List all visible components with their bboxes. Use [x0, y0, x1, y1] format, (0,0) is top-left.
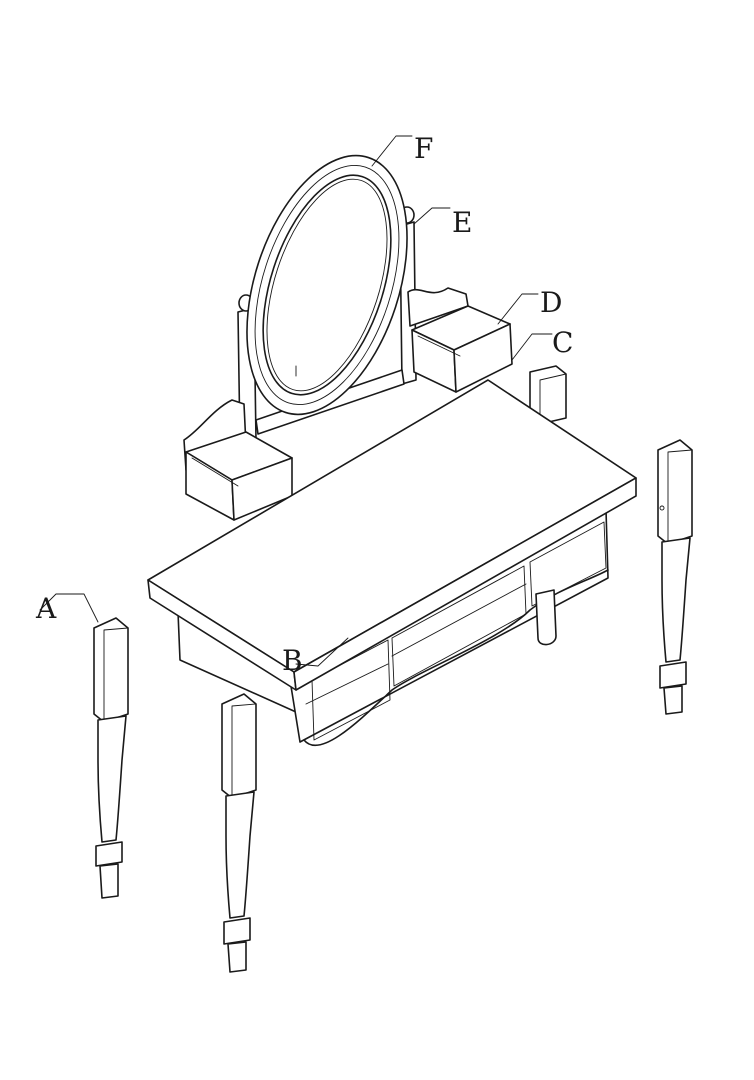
small-drawer-right [411, 305, 513, 393]
oval-mirror [246, 154, 408, 416]
callout-a: A [35, 592, 57, 625]
table-top [147, 379, 637, 691]
rear-leg-left-stub [535, 589, 557, 646]
callout-d: D [540, 286, 562, 319]
callout-b: B [282, 644, 303, 677]
leg-right [657, 439, 693, 715]
callout-f: F [414, 132, 433, 165]
callout-e: E [452, 206, 472, 239]
leg-a [93, 617, 129, 899]
table-apron [177, 509, 609, 747]
callout-c: C [552, 326, 573, 359]
leader-lines [39, 135, 553, 667]
leg-front [221, 693, 257, 973]
small-drawer-left [185, 431, 293, 521]
